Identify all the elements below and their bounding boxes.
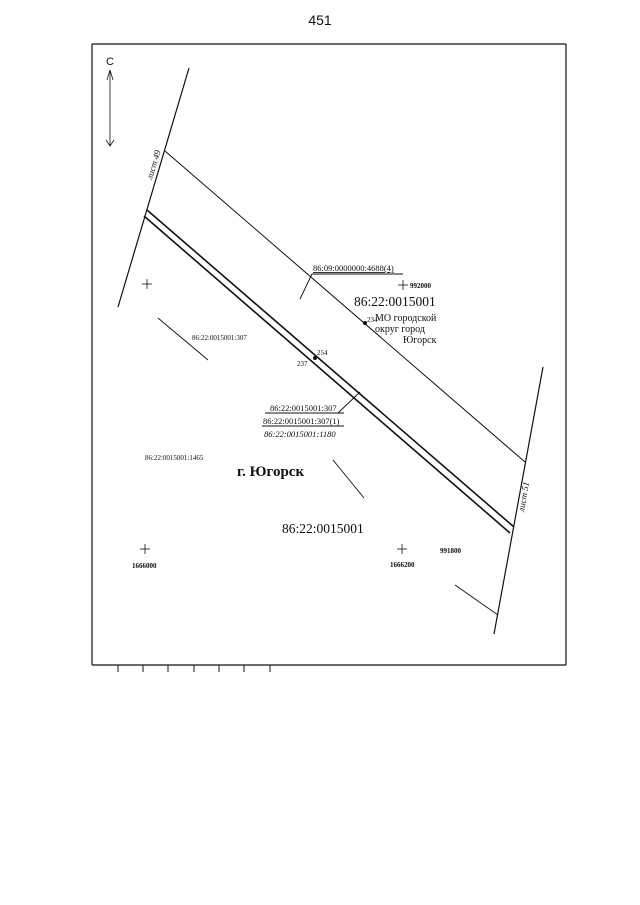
point-254-marker <box>313 356 317 360</box>
grid-label-991800: 991800 <box>440 547 462 555</box>
sheet-label-right: лист 51 <box>516 481 531 513</box>
municipality-line-2: округ город <box>375 324 425 335</box>
parcel-label-307: 86:22:0015001:307 <box>192 334 247 342</box>
grid-crosses <box>140 279 408 554</box>
parcel-label-1465: 86:22:0015001:1465 <box>145 454 204 462</box>
block-label-upper: 86:22:0015001 <box>354 294 436 309</box>
sheet-boundary-right <box>493 366 544 635</box>
grid-label-1666000: 1666000 <box>132 562 157 570</box>
north-arrow-icon: С <box>105 56 115 147</box>
corridor-strip <box>143 150 526 534</box>
grid-label-1666200: 1666200 <box>390 561 415 569</box>
page-number: 451 <box>308 12 332 28</box>
callout-line-2: 86:22:0015001:307(1) <box>263 416 340 426</box>
point-234-marker <box>363 321 367 325</box>
city-label: г. Югорск <box>237 464 304 480</box>
point-254-label: 254 <box>317 349 328 357</box>
leader-lines <box>157 273 499 616</box>
municipality-line-3: Югорск <box>403 335 437 346</box>
point-234-label: 234 <box>367 316 378 324</box>
north-label: С <box>106 56 114 68</box>
map-frame <box>91 43 567 666</box>
point-237-label: 237 <box>297 360 308 368</box>
callout-line-3: 86:22:0015001:1180 <box>264 429 336 439</box>
municipality-line-1: МО городской <box>375 313 437 324</box>
survey-points: 234 254 237 <box>297 316 378 368</box>
strip-label: 86:09:0000000:4688(4) <box>313 263 394 273</box>
grid-label-992000: 992000 <box>410 282 432 290</box>
sheet-boundary-left <box>117 67 190 308</box>
block-label-lower: 86:22:0015001 <box>282 521 364 536</box>
scale-ruler <box>117 665 271 672</box>
callout-line-1: 86:22:0015001:307 <box>270 403 337 413</box>
